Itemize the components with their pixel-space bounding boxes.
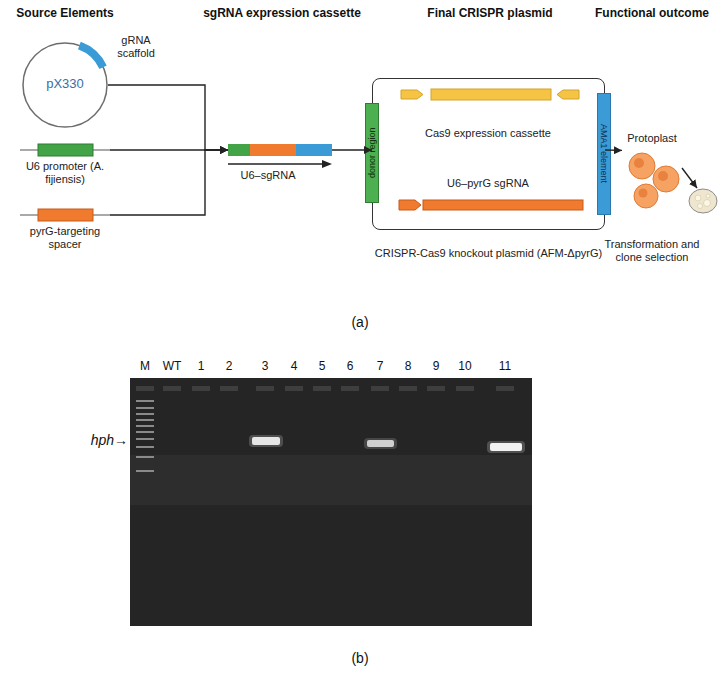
colony	[706, 194, 710, 198]
lane-label: 2	[214, 359, 244, 373]
band-glow	[364, 438, 397, 449]
lane-label: 4	[279, 359, 309, 373]
petri-dish-outline	[688, 188, 718, 214]
node-text: U6–sgRNA	[228, 169, 308, 182]
cell-nucleus	[639, 189, 648, 198]
plasmid-circle: pX330gRNA scaffold	[22, 42, 108, 128]
panel-label: (b)	[340, 650, 380, 667]
panel-label: (a)	[340, 314, 380, 331]
node-text: CRISPR-Cas9 knockout plasmid (AFM-ΔpyrG)	[351, 247, 626, 260]
promoter-element: U6 promoter (A. fijiensis)	[20, 138, 110, 193]
hph-band	[252, 437, 280, 445]
u6-arrow	[399, 200, 421, 210]
node-text: pyrG-targeting spacer	[25, 225, 105, 251]
node-text: U6–pyrG sgRNA	[393, 177, 583, 190]
sgrna-bar	[423, 200, 583, 210]
protoplast-group: Protoplast	[622, 132, 682, 212]
lane-label: 7	[365, 359, 395, 373]
terminator-arrow	[557, 90, 579, 99]
ama1-element: AMA1 element	[597, 93, 611, 215]
lane-label: WT	[157, 359, 187, 373]
band-glow	[487, 441, 525, 453]
promoter-arrow	[401, 90, 423, 99]
column-heading: Functional outcome	[587, 6, 717, 20]
hph-band	[367, 440, 394, 447]
scaffold-arc	[79, 46, 103, 68]
cell-nucleus	[658, 171, 668, 181]
donor-region: donor region	[365, 103, 379, 203]
colony	[704, 200, 711, 207]
gel-wells	[136, 386, 514, 391]
spacer-segment	[250, 144, 296, 156]
node-text: Protoplast	[618, 132, 686, 145]
spacer-element: pyrG-targeting spacer	[20, 203, 110, 258]
lane-label: 8	[393, 359, 423, 373]
promoter-segment	[228, 144, 250, 156]
node-text: U6 promoter (A. fijiensis)	[25, 160, 105, 186]
lane-label: 1	[186, 359, 216, 373]
plasmid-box: CRISPR-Cas9 knockout plasmid (AFM-ΔpyrG)…	[372, 78, 605, 230]
lane-label: 9	[421, 359, 451, 373]
lane-label: 11	[490, 359, 520, 373]
transcription-arrowhead	[322, 160, 332, 168]
node-text: Transformation and clone selection	[592, 238, 712, 264]
hph-band	[490, 443, 522, 451]
flow-arrow	[110, 150, 228, 215]
gene-marker: hph→	[78, 432, 128, 449]
protoplast-cell	[629, 153, 655, 179]
colony	[695, 195, 701, 201]
colony	[698, 204, 703, 209]
lane-label: 10	[450, 359, 480, 373]
column-heading: Final CRISPR plasmid	[405, 6, 575, 20]
lane-label: 6	[335, 359, 365, 373]
sgrna-cassette: U6–sgRNA	[228, 138, 332, 188]
column-heading: sgRNA expression cassette	[187, 6, 377, 20]
protoplast-cell	[653, 166, 679, 192]
dish-plate	[689, 189, 717, 213]
cas9-bar	[431, 89, 551, 100]
flow-arrow	[108, 85, 228, 150]
gel-smear	[130, 455, 532, 505]
column-heading: Source Elements	[0, 6, 130, 20]
cell-nucleus	[634, 158, 644, 168]
gel-image	[130, 378, 532, 626]
node-text: AMA1 element	[598, 94, 610, 214]
cas9-cassette: Cas9 expression cassette	[393, 83, 583, 145]
marker-ladder	[136, 400, 154, 472]
lane-label: 3	[250, 359, 280, 373]
spacer-bar	[38, 209, 93, 221]
transcription-arrow	[228, 163, 323, 164]
pyrg-sgrna: U6–pyrG sgRNA	[393, 171, 583, 221]
band-glow	[249, 435, 283, 447]
node-text: donor region	[366, 104, 378, 202]
lane-label: M	[130, 359, 160, 373]
petri-dish: Transformation and clone selection	[688, 188, 718, 214]
node-text: pX330	[22, 76, 108, 92]
protoplast-cell	[634, 184, 658, 208]
flow-arrow	[110, 149, 228, 150]
node-text: gRNA scaffold	[106, 34, 166, 60]
lane-label: 5	[307, 359, 337, 373]
plasmid-backbone	[23, 43, 107, 127]
node-text: Cas9 expression cassette	[393, 127, 583, 140]
promoter-bar	[38, 144, 93, 156]
scaffold-segment	[296, 144, 332, 156]
flow-arrow	[682, 168, 697, 188]
